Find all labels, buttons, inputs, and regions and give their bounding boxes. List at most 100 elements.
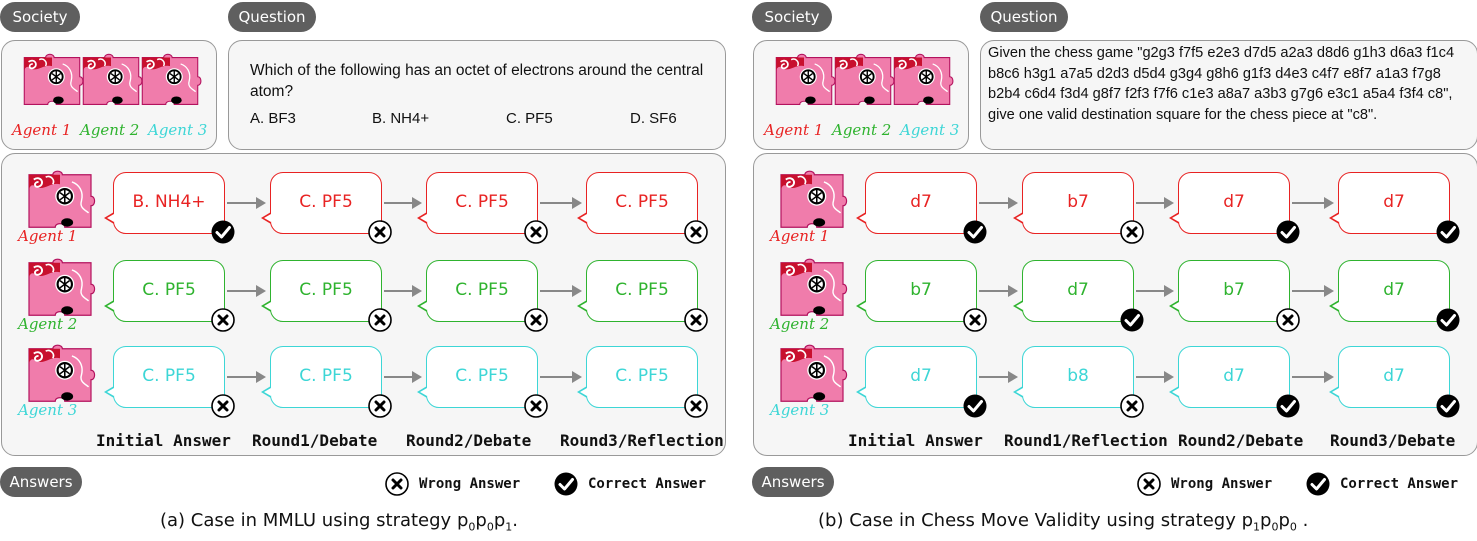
answer-bubble: C. PF5 [577, 260, 698, 322]
x-circle-icon [368, 220, 392, 244]
agent-1-puzzle-icon [20, 170, 100, 236]
society-agent-1-label: Agent 1 [764, 121, 824, 139]
x-circle-icon [684, 220, 708, 244]
answer-bubble: d7 [1013, 260, 1134, 322]
answer-bubble: C. PF5 [104, 346, 225, 408]
legend-wrong: Wrong Answer [419, 476, 521, 492]
x-circle-icon [1276, 308, 1300, 332]
agent-2-label: Agent 2 [18, 315, 78, 333]
flow-arrow [1136, 197, 1174, 209]
flow-arrow [227, 285, 266, 297]
flow-arrow [384, 371, 422, 383]
figure-caption: (b) Case in Chess Move Validity using st… [818, 510, 1308, 534]
answer-bubble: b7 [856, 260, 977, 322]
society-agent-1-label: Agent 1 [12, 121, 72, 139]
answer-bubble: C. PF5 [104, 260, 225, 322]
check-circle-icon [554, 472, 578, 496]
society-agent-2-label: Agent 2 [80, 121, 140, 139]
stage-label: Round2/Debate [406, 431, 532, 450]
agent-3-puzzle-icon [890, 52, 954, 114]
answer-bubble: d7 [856, 346, 977, 408]
strategy-symbol: p [1260, 510, 1272, 531]
caption-text: (a) Case in MMLU using strategy [160, 510, 457, 531]
answer-bubble: d7 [1329, 346, 1450, 408]
caption-text: (b) Case in Chess Move Validity using st… [818, 510, 1242, 531]
flow-arrow [1136, 371, 1174, 383]
legend-wrong: Wrong Answer [1171, 476, 1273, 492]
flow-arrow [227, 371, 266, 383]
agent-2-puzzle-icon [79, 52, 143, 114]
strategy-index: 0 [1289, 520, 1297, 534]
agent-1-puzzle-icon [772, 52, 836, 114]
x-circle-icon [211, 394, 235, 418]
flow-arrow [1136, 285, 1174, 297]
x-circle-icon [211, 308, 235, 332]
agent-2-label: Agent 2 [770, 315, 830, 333]
stage-label: Round3/Reflection [560, 431, 724, 450]
agent-2-puzzle-icon [831, 52, 895, 114]
x-circle-icon [1120, 394, 1144, 418]
agent-2-puzzle-icon [772, 258, 852, 324]
caption-suffix: . [512, 510, 518, 531]
question-option-b: B. NH4+ [372, 110, 430, 127]
check-circle-icon [1436, 394, 1460, 418]
strategy-symbol: p [493, 510, 506, 531]
agent-1-puzzle-icon [20, 52, 84, 114]
question-tag: Question [228, 2, 316, 32]
x-circle-icon [368, 308, 392, 332]
legend-correct: Correct Answer [1340, 476, 1459, 492]
answer-bubble: d7 [1329, 260, 1450, 322]
answer-bubble: b7 [1169, 260, 1290, 322]
agent-2-puzzle-icon [20, 258, 100, 324]
society-tag: Society [752, 2, 832, 32]
answer-bubble: C. PF5 [261, 346, 382, 408]
answer-bubble: b8 [1013, 346, 1134, 408]
agent-1-puzzle-icon [772, 170, 852, 236]
flow-arrow [1292, 371, 1334, 383]
question-text: Which of the following has an octet of e… [250, 62, 704, 100]
answer-bubble: C. PF5 [577, 346, 698, 408]
figure-caption: (a) Case in MMLU using strategy p0p0p1. [160, 510, 518, 534]
answers-tag: Answers [752, 467, 834, 497]
strategy-symbol: p [1241, 510, 1253, 531]
agent-3-label: Agent 3 [770, 401, 830, 419]
check-circle-icon [1120, 308, 1144, 332]
answer-bubble: C. PF5 [417, 260, 538, 322]
agent-3-puzzle-icon [20, 344, 100, 410]
agent-3-label: Agent 3 [18, 401, 78, 419]
question-option-a: A. BF3 [250, 110, 296, 127]
check-circle-icon [1436, 220, 1460, 244]
flow-arrow [979, 285, 1018, 297]
check-circle-icon [211, 220, 235, 244]
society-tag: Society [0, 2, 80, 32]
question-box [228, 40, 726, 150]
question-box [980, 40, 1477, 150]
answer-bubble: d7 [1329, 172, 1450, 234]
flow-arrow [979, 371, 1018, 383]
flow-arrow [1292, 285, 1334, 297]
agent-1-label: Agent 1 [18, 227, 78, 245]
strategy-index: 0 [486, 520, 494, 534]
flow-arrow [540, 197, 582, 209]
answer-bubble: C. PF5 [261, 172, 382, 234]
answer-bubble: C. PF5 [577, 172, 698, 234]
strategy-index: 1 [1253, 520, 1260, 534]
x-circle-icon [684, 394, 708, 418]
stage-label: Initial Answer [848, 431, 983, 450]
x-circle-icon [1120, 220, 1144, 244]
x-circle-icon [684, 308, 708, 332]
society-agent-3-label: Agent 3 [148, 121, 208, 139]
stage-label: Round1/Debate [252, 431, 378, 450]
caption-suffix: . [1296, 510, 1309, 531]
strategy-symbol: p [475, 510, 487, 531]
question-tag: Question [980, 2, 1068, 32]
x-circle-icon [1137, 472, 1161, 496]
answers-tag: Answers [0, 467, 82, 497]
stage-label: Round1/Reflection [1004, 431, 1168, 450]
check-circle-icon [963, 394, 987, 418]
agent-3-puzzle-icon [772, 344, 852, 410]
answer-bubble: d7 [1169, 172, 1290, 234]
flow-arrow [384, 197, 422, 209]
answer-bubble: C. PF5 [417, 346, 538, 408]
